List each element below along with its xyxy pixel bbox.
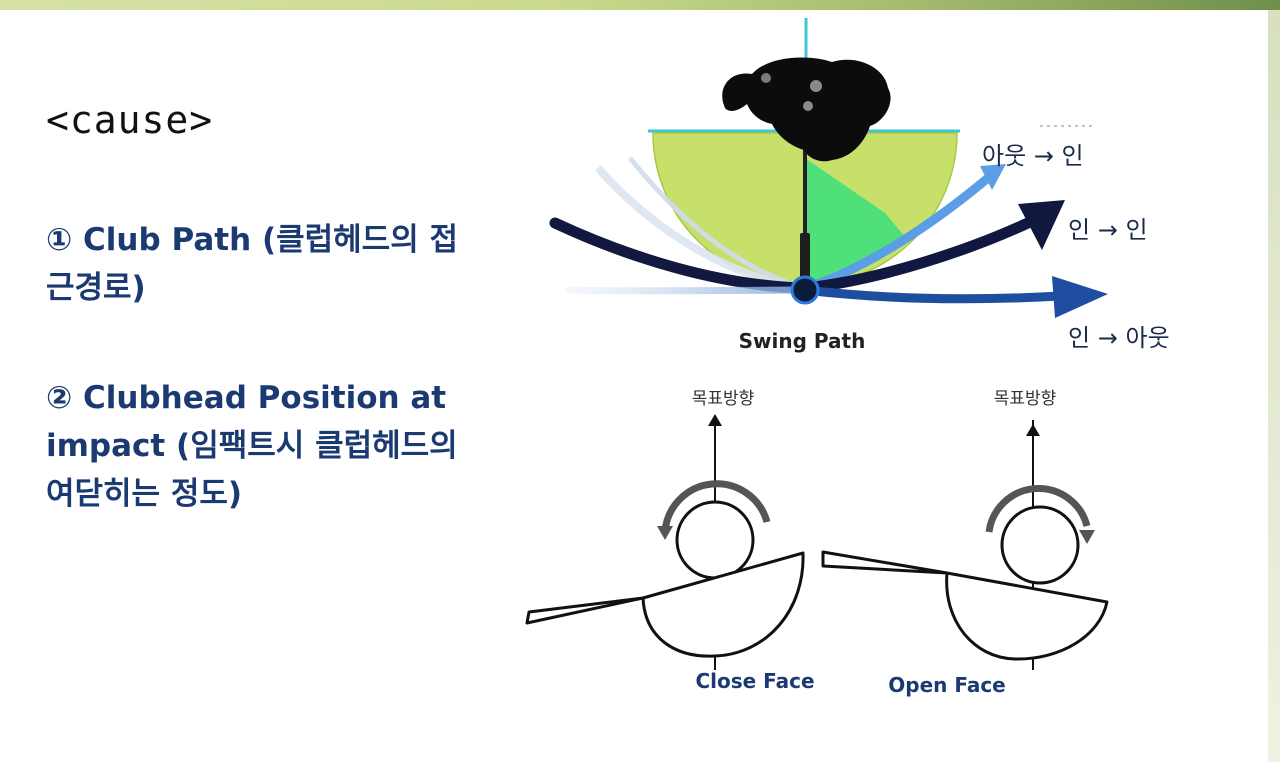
close-face-caption: Close Face — [695, 669, 814, 693]
golf-ball — [790, 275, 820, 305]
in-out-backswing-stroke — [564, 286, 806, 295]
right-decorative-band — [1268, 10, 1280, 762]
close-face-club — [525, 551, 805, 658]
arrow-in-to-out-head — [1052, 276, 1108, 318]
arrow-out-to-in-head — [980, 164, 1006, 190]
open-face-caption: Open Face — [888, 673, 1006, 697]
faded-arc-upper-2 — [628, 156, 806, 291]
slide-heading: <cause> — [46, 98, 214, 142]
silhouette-highlight-1 — [761, 73, 771, 83]
close-face-ball — [675, 500, 755, 580]
open-face-direction-label: 목표방향 — [994, 389, 1057, 409]
in-in-backswing-stroke — [549, 217, 811, 294]
silhouette-highlight-2 — [810, 80, 822, 92]
face-angle-diagrams: 목표방향 Close Face 목표방향 Open Face — [525, 389, 1109, 697]
club-grip — [800, 233, 810, 278]
close-face-target-arrowhead — [708, 414, 722, 426]
cause-item-clubhead-position: ② Clubhead Position at impact (임팩트시 클럽헤드… — [46, 380, 458, 512]
open-face-ball — [1000, 505, 1080, 585]
label-in-to-out: 인 → 아웃 — [1068, 324, 1170, 352]
open-face-rotation-arrowhead — [1079, 530, 1095, 544]
top-decorative-band — [0, 0, 1280, 10]
swing-path-diagram: 아웃 → 인 인 → 인 인 → 아웃 Swing Path — [549, 18, 1170, 353]
cause-item-club-path: ① Club Path (클럽헤드의 접근경로) — [46, 222, 459, 306]
swing-zone-green-wedge — [805, 158, 908, 285]
silhouette-highlight-3 — [803, 101, 813, 111]
label-out-to-in: 아웃 → 인 — [982, 142, 1084, 170]
close-face-diagram: 목표방향 Close Face — [525, 389, 815, 693]
arrow-in-to-out — [800, 285, 1065, 304]
close-face-direction-label: 목표방향 — [692, 389, 755, 409]
swing-path-caption: Swing Path — [739, 329, 866, 353]
close-face-rotation-arrow — [661, 480, 771, 533]
open-face-rotation-arrow — [985, 485, 1091, 533]
arrow-in-to-in-head — [1018, 200, 1065, 250]
close-face-rotation-arrowhead — [657, 526, 673, 540]
open-face-target-arrowhead — [1026, 424, 1040, 436]
arrow-in-to-in — [799, 216, 1036, 294]
open-face-club — [821, 550, 1109, 661]
open-face-diagram: 목표방향 Open Face — [821, 389, 1109, 697]
label-in-to-in: 인 → 인 — [1068, 216, 1148, 244]
